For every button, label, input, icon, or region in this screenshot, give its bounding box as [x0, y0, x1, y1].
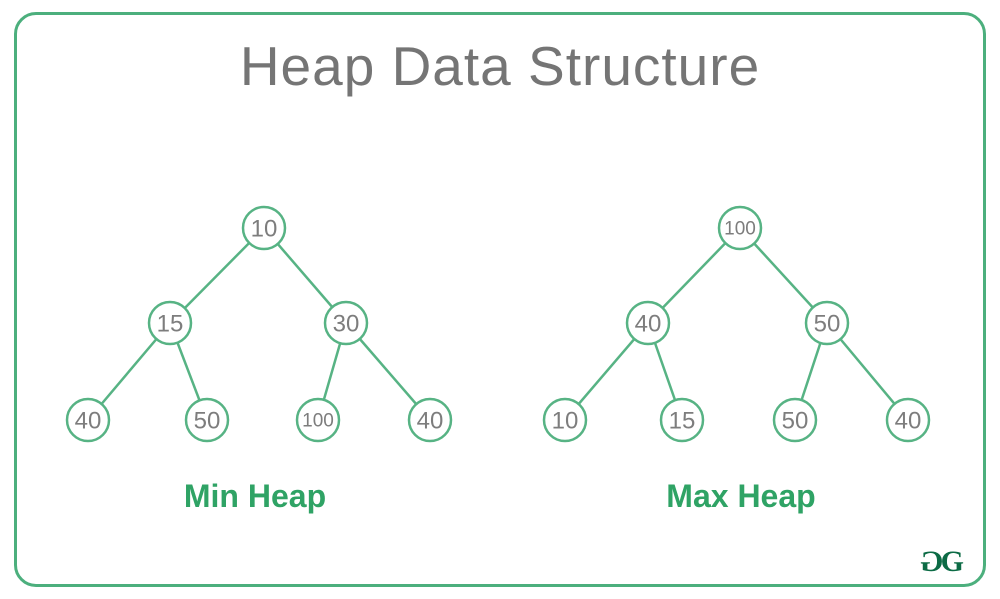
heap-node: [625, 300, 671, 346]
heap-node: [717, 205, 763, 251]
heap-node: [804, 300, 850, 346]
heap-node: [885, 397, 931, 443]
heap-node: [772, 397, 818, 443]
max-heap-label: Max Heap: [666, 478, 815, 514]
heap-node: [295, 397, 341, 443]
min-heap-label: Min Heap: [184, 478, 326, 514]
heap-node-value: 100: [302, 411, 334, 432]
heap-node-value: 40: [635, 310, 662, 337]
heap-node-value: 10: [251, 215, 278, 242]
heap-node-value: 10: [552, 407, 579, 434]
page-title: Heap Data Structure: [239, 35, 761, 97]
heap-node-value: 40: [417, 407, 444, 434]
logo-g-icon: G: [940, 545, 964, 578]
heap-node: [147, 300, 193, 346]
geeksforgeeks-logo: G G: [920, 545, 964, 578]
heap-node-value: 50: [782, 407, 809, 434]
heap-node: [659, 397, 705, 443]
heap-node-value: 30: [333, 310, 360, 337]
heap-node-value: 50: [814, 310, 841, 337]
heap-node: [407, 397, 453, 443]
heap-node-value: 15: [669, 407, 696, 434]
heap-node: [65, 397, 111, 443]
heap-node: [184, 397, 230, 443]
heap-node-value: 15: [157, 310, 184, 337]
heap-node: [241, 205, 287, 251]
heap-node: [323, 300, 369, 346]
heap-node-value: 40: [75, 407, 102, 434]
heap-node-value: 50: [194, 407, 221, 434]
heap-edge: [169, 227, 265, 324]
heap-node-value: 40: [895, 407, 922, 434]
heap-node-value: 100: [724, 219, 756, 240]
logo-g-mirrored-icon: G: [920, 545, 944, 578]
heap-node: [542, 397, 588, 443]
